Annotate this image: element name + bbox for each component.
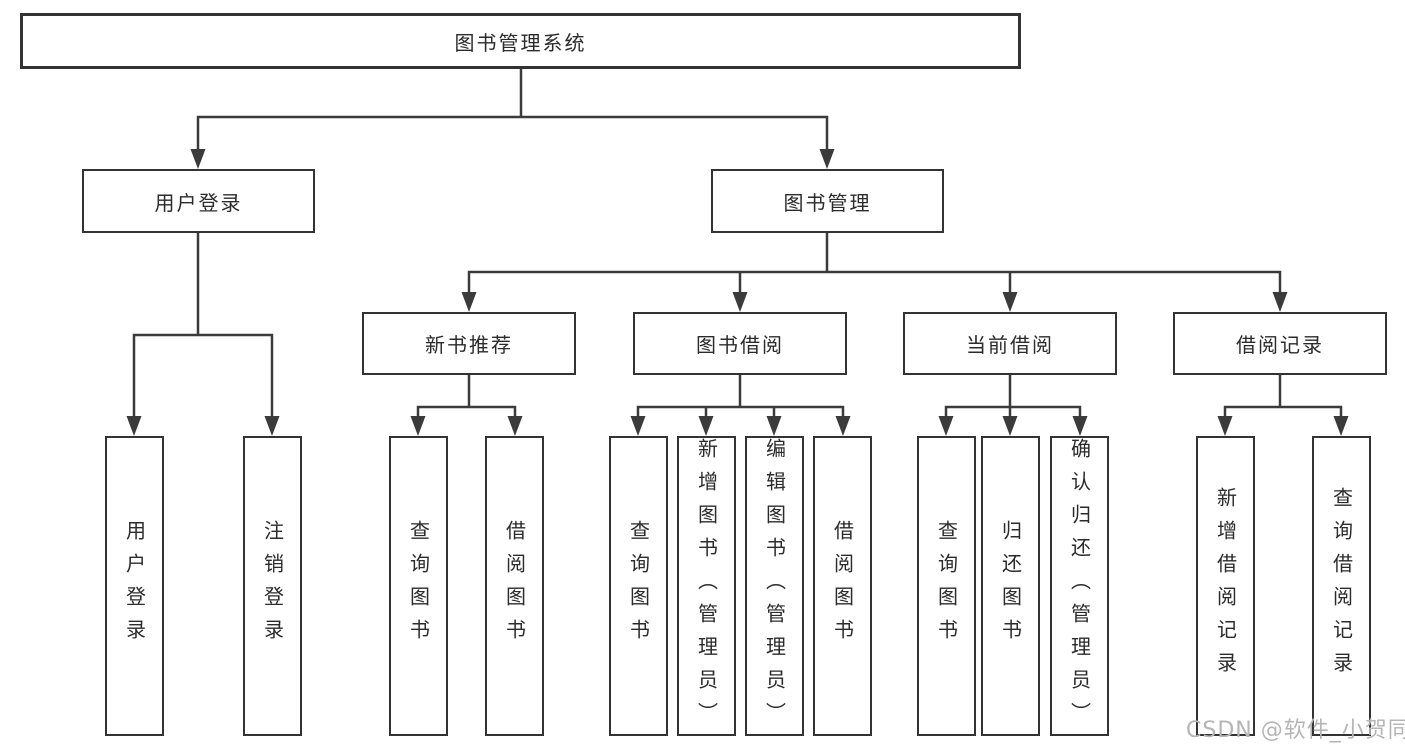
leaf-edit-book-admin: 编辑图书（管理员） [745,436,804,736]
leaf-label: 新增图书（管理员） [694,437,719,735]
node-user-login-branch: 用户登录 [82,169,315,233]
leaf-label: 新增借阅记录 [1213,487,1238,685]
leaf-label: 查询图书 [626,520,651,652]
leaf-confirm-return-admin: 确认归还（管理员） [1050,436,1109,736]
leaf-label: 借阅图书 [502,520,527,652]
leaf-borrow-books-recommend: 借阅图书 [485,436,544,736]
leaf-label: 查询图书 [406,520,431,652]
leaf-user-login: 用户登录 [105,436,164,736]
leaf-label: 确认归还（管理员） [1067,437,1092,735]
node-new-book-recommend: 新书推荐 [362,312,576,375]
leaf-query-books-borrowing: 查询图书 [609,436,668,736]
leaf-label: 借阅图书 [830,520,855,652]
leaf-borrow-books: 借阅图书 [813,436,872,736]
leaf-logout: 注销登录 [243,436,302,736]
leaf-label: 编辑图书（管理员） [762,437,787,735]
node-library-system: 图书管理系统 [20,13,1021,69]
node-book-management: 图书管理 [711,169,944,233]
leaf-add-borrow-record: 新增借阅记录 [1196,436,1255,736]
leaf-query-books-recommend: 查询图书 [389,436,448,736]
leaf-query-borrow-record: 查询借阅记录 [1312,436,1371,736]
leaf-label: 查询图书 [934,520,959,652]
node-current-borrowing: 当前借阅 [903,312,1117,375]
arrow-down-icons [126,149,1349,436]
leaf-label: 归还图书 [998,520,1023,652]
leaf-query-books-current: 查询图书 [917,436,976,736]
leaf-label: 注销登录 [260,520,285,652]
watermark: CSDN @软件_小贺同学 [1186,718,1405,743]
leaf-return-books: 归还图书 [981,436,1040,736]
node-borrowing-records: 借阅记录 [1173,312,1387,375]
leaf-label: 用户登录 [122,520,147,652]
node-book-borrowing: 图书借阅 [633,312,847,375]
leaf-label: 查询借阅记录 [1329,487,1354,685]
leaf-add-book-admin: 新增图书（管理员） [677,436,736,736]
